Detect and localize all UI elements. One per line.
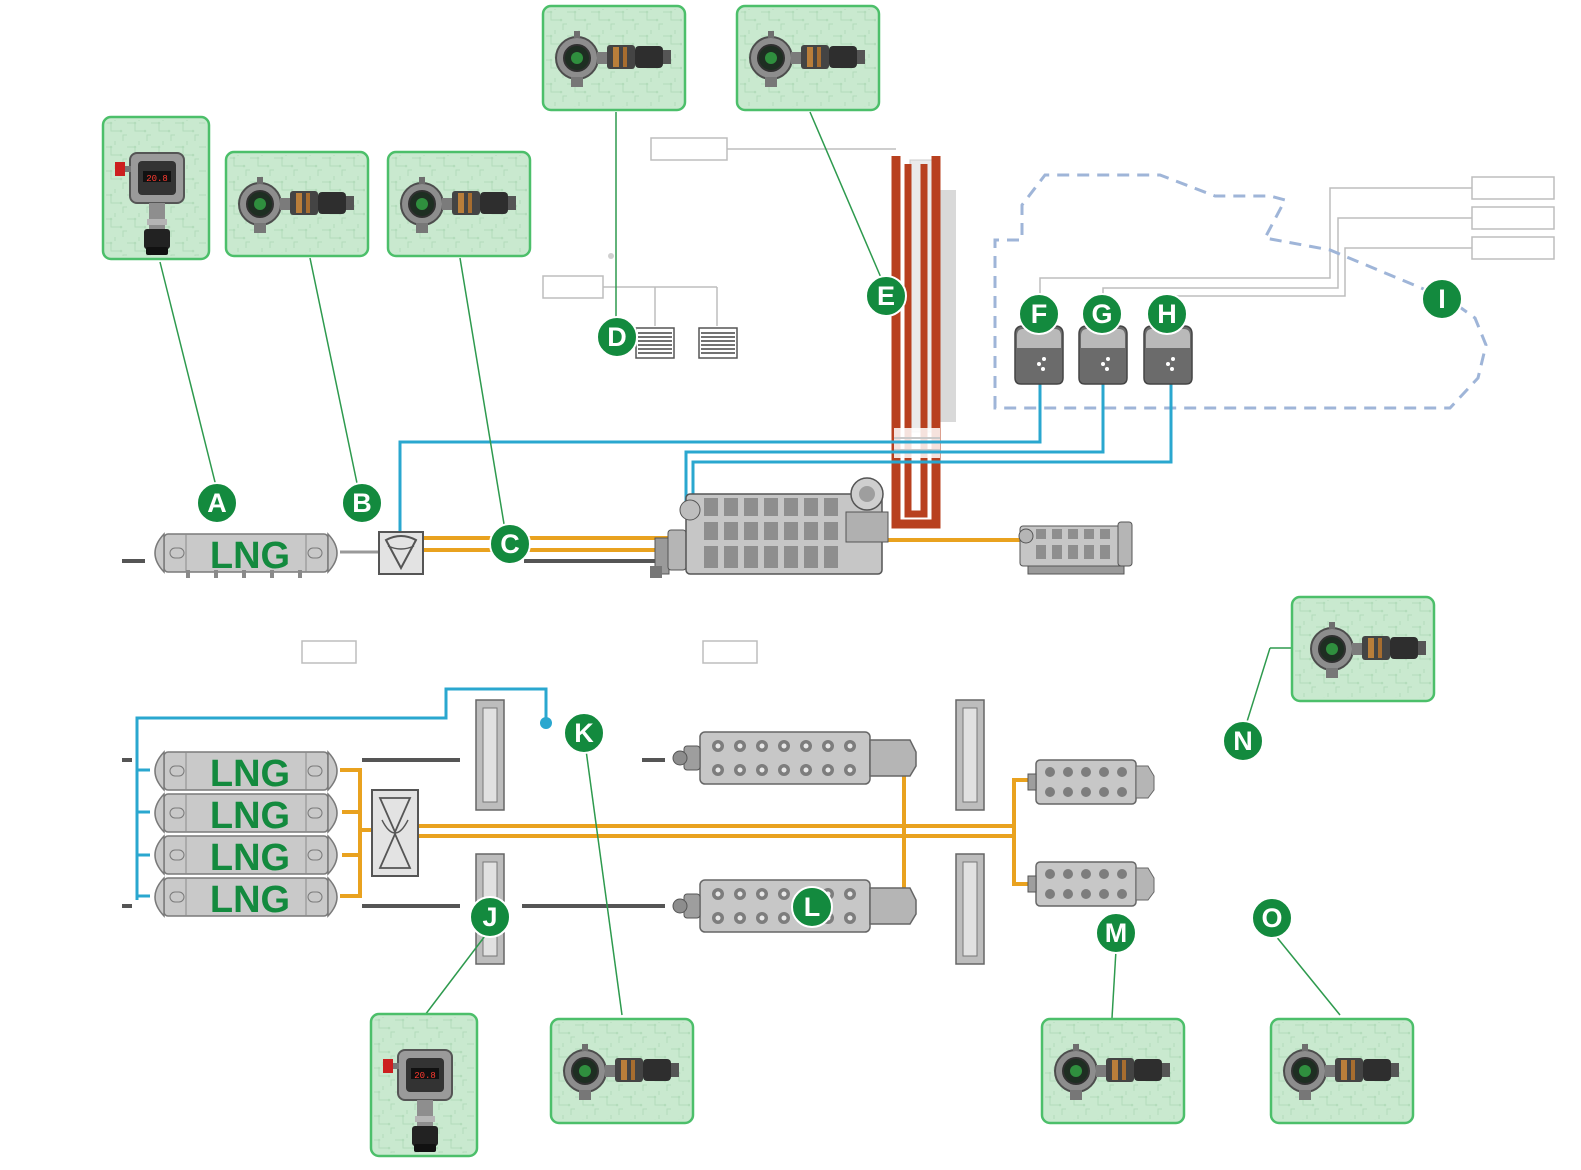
- wall-vent-icon: [475, 699, 505, 811]
- svg-text:LNG: LNG: [210, 879, 290, 921]
- sensor-card-a[interactable]: [101, 115, 211, 261]
- return-lines-lower: [122, 758, 665, 908]
- sensor-card-n[interactable]: [1290, 595, 1436, 703]
- svg-text:J: J: [482, 902, 497, 932]
- sensor-card-b[interactable]: [224, 150, 370, 258]
- lng-tank-label: LNG: [210, 535, 290, 577]
- svg-text:C: C: [500, 529, 520, 559]
- marker-layer: A B C D E F G H I J K L M N O: [196, 275, 1463, 954]
- svg-text:LNG: LNG: [210, 795, 290, 837]
- svg-text:F: F: [1031, 299, 1048, 329]
- svg-text:E: E: [877, 281, 895, 311]
- signal-lines: [135, 384, 1173, 900]
- marker-l[interactable]: L: [791, 886, 833, 928]
- vent-grille-icon: [635, 327, 675, 359]
- marker-d[interactable]: D: [596, 316, 638, 358]
- engine-icon: [1027, 759, 1155, 805]
- marker-h[interactable]: H: [1146, 293, 1188, 335]
- aux-engine-upper: [1018, 521, 1133, 575]
- svg-text:O: O: [1261, 903, 1282, 933]
- gas-lines-lower: [340, 756, 1030, 908]
- svg-text:K: K: [574, 718, 594, 748]
- svg-text:LNG: LNG: [210, 837, 290, 879]
- svg-text:H: H: [1157, 299, 1177, 329]
- wall-vent-icon: [955, 853, 985, 965]
- sensor-card-c[interactable]: [386, 150, 532, 258]
- sensor-card-k[interactable]: [549, 1017, 695, 1125]
- engine-icon: [1027, 861, 1155, 907]
- marker-e[interactable]: E: [865, 275, 907, 317]
- vent-grille-icon: [698, 327, 738, 359]
- marker-o[interactable]: O: [1251, 897, 1293, 939]
- marker-b[interactable]: B: [341, 482, 383, 524]
- svg-text:L: L: [804, 892, 821, 922]
- svg-text:B: B: [352, 488, 372, 518]
- lng-tank-upper: LNG: [154, 533, 338, 578]
- engine-icon: [672, 731, 917, 785]
- lng-tank-3: LNG: [154, 835, 338, 879]
- annotation-lines: [301, 137, 1555, 664]
- svg-text:G: G: [1091, 299, 1112, 329]
- lng-tank-1: LNG: [154, 751, 338, 795]
- sensor-card-m[interactable]: [1040, 1017, 1186, 1125]
- gas-zone-outline: [993, 173, 1488, 410]
- svg-text:M: M: [1105, 918, 1128, 948]
- sensor-card-e[interactable]: [735, 4, 881, 112]
- lng-tank-2: LNG: [154, 793, 338, 837]
- svg-text:D: D: [607, 322, 627, 352]
- sensor-card-d[interactable]: [541, 4, 687, 112]
- signal-end-dot: [540, 717, 552, 729]
- marker-g[interactable]: G: [1081, 293, 1123, 335]
- gas-valve-unit-lower: [371, 789, 419, 877]
- return-lines-upper: [122, 550, 655, 563]
- marker-k[interactable]: K: [563, 712, 605, 754]
- lng-tank-4: LNG: [154, 877, 338, 921]
- wall-vent-icon: [955, 699, 985, 811]
- main-engine-upper: [650, 477, 889, 578]
- svg-text:LNG: LNG: [210, 753, 290, 795]
- svg-text:I: I: [1438, 284, 1446, 314]
- sensor-card-j[interactable]: [369, 1012, 479, 1158]
- marker-a[interactable]: A: [196, 482, 238, 524]
- leader-lines: [159, 111, 1341, 1019]
- marker-j[interactable]: J: [469, 896, 511, 938]
- marker-f[interactable]: F: [1018, 293, 1060, 335]
- marker-m[interactable]: M: [1095, 912, 1137, 954]
- svg-text:N: N: [1233, 726, 1253, 756]
- sensor-card-o[interactable]: [1269, 1017, 1415, 1125]
- exhaust-stack: [891, 156, 956, 529]
- marker-c[interactable]: C: [489, 523, 531, 565]
- gas-valve-unit-upper: [378, 531, 424, 575]
- marker-n[interactable]: N: [1222, 720, 1264, 762]
- gas-lines-upper: [424, 536, 1020, 552]
- svg-text:A: A: [207, 488, 227, 518]
- marker-i[interactable]: I: [1421, 278, 1463, 320]
